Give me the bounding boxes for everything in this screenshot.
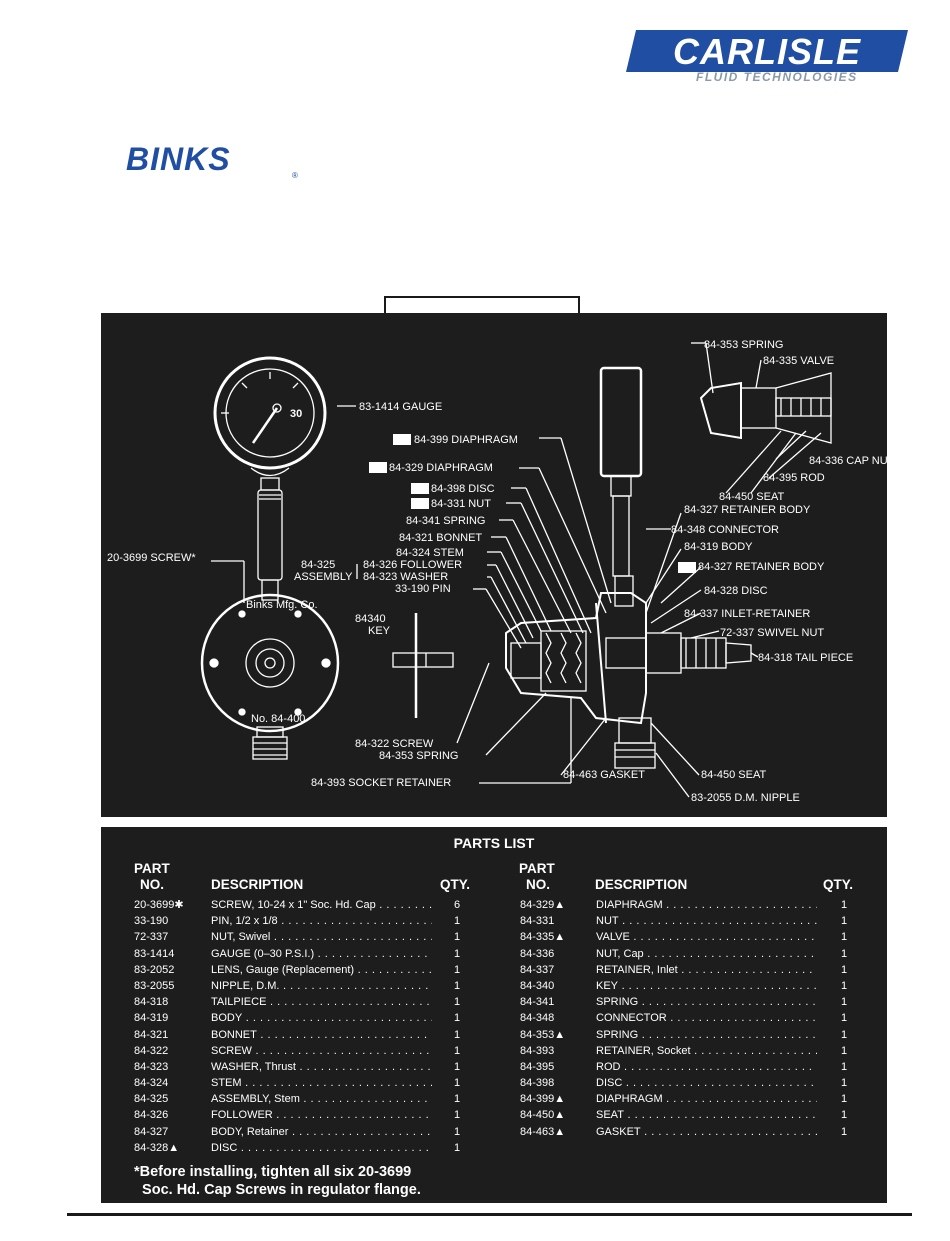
label-spring-353-lower: 84-353 SPRING (379, 750, 458, 762)
header-no-left: NO. (140, 877, 165, 892)
label-diaphragm-329: 84-329 DIAPHRAGM (389, 462, 493, 474)
regulator-body (505, 592, 647, 725)
plate-text-bottom: No. 84-400 (251, 713, 305, 725)
header-part-right: PART (519, 861, 555, 876)
parts-list-title: PARTS LIST (453, 835, 535, 851)
gauge-needle (251, 407, 279, 444)
label-connector-348: 84-348 CONNECTOR (671, 524, 779, 536)
header-description-right: DESCRIPTION (595, 877, 688, 892)
label-gasket-463: 84-463 GASKET (563, 769, 645, 781)
label-retainer-body-lower: 84-327 RETAINER BODY (698, 561, 825, 573)
label-screw-322: 84-322 SCREW (355, 738, 434, 750)
label-stem-324: 84-324 STEM (396, 547, 464, 559)
flange-plate (200, 593, 340, 733)
label-swivel-nut: 72-337 SWIVEL NUT (720, 627, 824, 639)
label-washer-323: 84-323 WASHER (363, 571, 448, 583)
bottom-rule (67, 1213, 912, 1216)
label-key-word: KEY (368, 625, 391, 637)
label-bonnet-321: 84-321 BONNET (399, 532, 482, 544)
label-key-number: 84340 (355, 613, 386, 625)
label-disc-398: 84-398 DISC (431, 483, 495, 495)
label-diaphragm-399: 84-399 DIAPHRAGM (414, 434, 518, 446)
gauge-icon (213, 356, 327, 470)
label-assembly-word: ASSEMBLY (294, 571, 353, 583)
label-spring-341: 84-341 SPRING (406, 515, 485, 527)
header-qty-left: QTY. (440, 877, 471, 892)
header-description-left: DESCRIPTION (211, 877, 304, 892)
diagram-svg: 30 Binks Mfg. Co. No. 84-400 83-1414 GAU… (107, 339, 887, 804)
carlisle-logo: CARLISLE (626, 30, 908, 72)
header-qty-right: QTY. (823, 877, 854, 892)
gauge-face-number: 30 (290, 408, 302, 420)
label-nipple: 83-2055 D.M. NIPPLE (691, 792, 800, 804)
label-seat-450-upper: 84-450 SEAT (719, 491, 785, 503)
footnote: *Before installing, tighten all six 20-3… (134, 1164, 421, 1198)
plate-text-top: Binks Mfg. Co. (246, 599, 318, 611)
carlisle-subtitle: FLUID TECHNOLOGIES (696, 70, 858, 84)
header-no-right: NO. (526, 877, 551, 892)
label-disc-328: 84-328 DISC (704, 585, 768, 597)
figure-tab (384, 296, 580, 314)
label-gauge: 83-1414 GAUGE (359, 401, 442, 413)
label-cap-nut-336: 84-336 CAP NUT (809, 455, 887, 467)
label-retainer-body-upper: 84-327 RETAINER BODY (684, 504, 811, 516)
label-socket-retainer: 84-393 SOCKET RETAINER (311, 777, 451, 789)
label-assembly-number: 84-325 (301, 559, 335, 571)
label-inlet-retainer: 84-337 INLET-RETAINER (684, 608, 810, 620)
label-screw-20-3699: 20-3699 SCREW* (107, 552, 196, 564)
label-follower-326: 84-326 FOLLOWER (363, 559, 462, 571)
label-valve-335: 84-335 VALVE (763, 355, 834, 367)
label-rod-395: 84-395 ROD (763, 472, 825, 484)
binks-logo: BINKS ® (126, 141, 298, 180)
carlisle-logo-text: CARLISLE (673, 31, 861, 72)
label-pin-33-190: 33-190 PIN (395, 583, 451, 595)
parts-list-panel: PARTS LIST PART NO. DESCRIPTION QTY. PAR… (101, 827, 887, 1203)
binks-logo-text: BINKS (126, 141, 231, 177)
registered-mark: ® (292, 171, 298, 180)
label-nut-331: 84-331 NUT (431, 498, 491, 510)
label-tail-piece: 84-318 TAIL PIECE (758, 652, 853, 664)
label-seat-450-lower: 84-450 SEAT (701, 769, 767, 781)
label-body-319: 84-319 BODY (684, 541, 753, 553)
label-spring-353-upper: 84-353 SPRING (704, 339, 783, 351)
exploded-diagram: 30 Binks Mfg. Co. No. 84-400 83-1414 GAU… (101, 313, 887, 817)
header-part-left: PART (134, 861, 170, 876)
